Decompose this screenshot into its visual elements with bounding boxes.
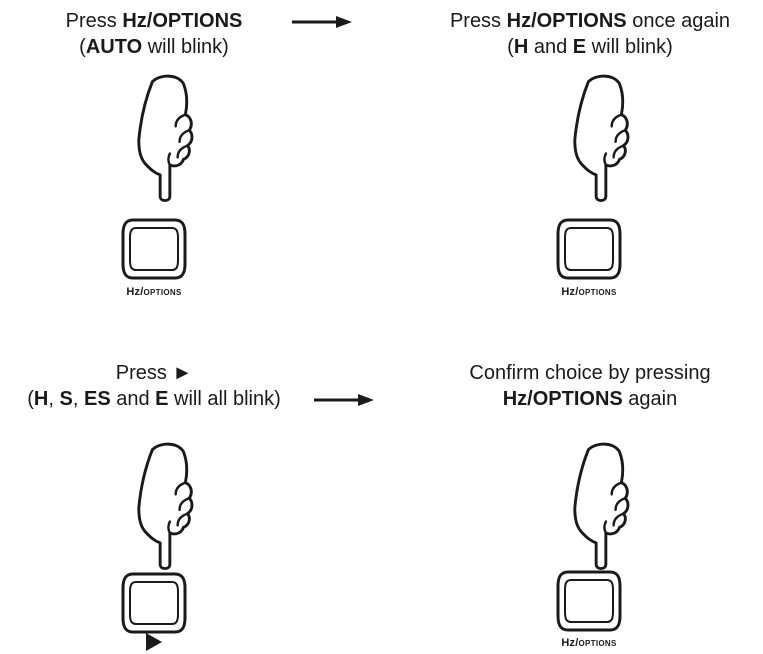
step-2-line-2: (H and E will blink): [450, 34, 730, 60]
step-4-bold-text: Hz/OPTIONS: [502, 388, 623, 410]
hz-options-button-label: Hz/OPTIONS: [561, 286, 616, 298]
step-2-bold-text: Hz/OPTIONS: [506, 10, 627, 32]
step-1-paren: (: [79, 36, 86, 58]
step-3-sep: ,: [48, 388, 60, 410]
play-button[interactable]: [121, 570, 187, 636]
label-options: OPTIONS: [578, 639, 617, 648]
step-2-h-text: H: [513, 36, 529, 58]
step-3-paren: (: [27, 388, 34, 410]
pointing-hand-icon: [573, 442, 630, 571]
label-slash: /: [140, 286, 144, 298]
step-4-rest-text: again: [622, 388, 678, 410]
hz-options-button-label: Hz/OPTIONS: [126, 286, 181, 298]
pointing-hand-icon: [573, 74, 630, 203]
step-3-text: Press: [115, 362, 173, 384]
label-hz: Hz: [561, 286, 576, 298]
step-3-e-text: E: [155, 388, 169, 410]
label-options: OPTIONS: [143, 288, 182, 297]
step-3-caption: Press ► (H, S, ES and E will all blink): [27, 360, 280, 412]
step-1-line-1: Press Hz/OPTIONS: [66, 8, 243, 34]
step-2-paren: (: [507, 36, 514, 58]
label-slash: /: [575, 637, 579, 649]
play-triangle-icon: [146, 633, 162, 651]
hz-options-button[interactable]: [556, 568, 622, 634]
step-3-and-text: and: [110, 388, 156, 410]
step-1-text: Press: [65, 10, 123, 32]
step-4-caption: Confirm choice by pressing Hz/OPTIONS ag…: [469, 360, 710, 412]
step-3-line-2: (H, S, ES and E will all blink): [27, 386, 280, 412]
label-hz: Hz: [126, 286, 141, 298]
step-3-rest-text: will all blink): [168, 388, 281, 410]
step-2-text: Press: [449, 10, 507, 32]
step-1-bold-text: Hz/OPTIONS: [122, 10, 243, 32]
pointing-hand-icon: [137, 442, 194, 571]
step-3-sep: ,: [72, 388, 84, 410]
hz-options-button[interactable]: [121, 216, 187, 282]
step-2-and-text: and: [528, 36, 573, 58]
step-1-auto-text: AUTO: [85, 36, 143, 58]
step-1-rest-text: will blink): [142, 36, 229, 58]
label-slash: /: [575, 286, 579, 298]
step-2-rest-text: will blink): [586, 36, 673, 58]
hz-options-button[interactable]: [556, 216, 622, 282]
step-3-h-text: H: [33, 388, 49, 410]
label-hz: Hz: [561, 637, 576, 649]
step-2-caption: Press Hz/OPTIONS once again (H and E wil…: [450, 8, 730, 60]
right-arrow-icon: [292, 16, 352, 28]
label-options: OPTIONS: [578, 288, 617, 297]
step-1-caption: Press Hz/OPTIONS (AUTO will blink): [66, 8, 243, 60]
step-2-e-text: E: [572, 36, 587, 58]
right-arrow-icon: [314, 394, 374, 406]
step-2-suffix-text: once again: [626, 10, 731, 32]
step-3-line-1: Press ►: [27, 360, 280, 386]
step-1-line-2: (AUTO will blink): [66, 34, 243, 60]
step-3-es-text: ES: [83, 388, 111, 410]
play-symbol-text: ►: [172, 362, 193, 384]
step-2-line-1: Press Hz/OPTIONS once again: [450, 8, 730, 34]
step-4-line-2: Hz/OPTIONS again: [469, 386, 710, 412]
hz-options-button-label: Hz/OPTIONS: [561, 637, 616, 649]
pointing-hand-icon: [137, 74, 194, 203]
step-3-s-text: S: [59, 388, 73, 410]
step-4-line-1: Confirm choice by pressing: [469, 362, 711, 384]
